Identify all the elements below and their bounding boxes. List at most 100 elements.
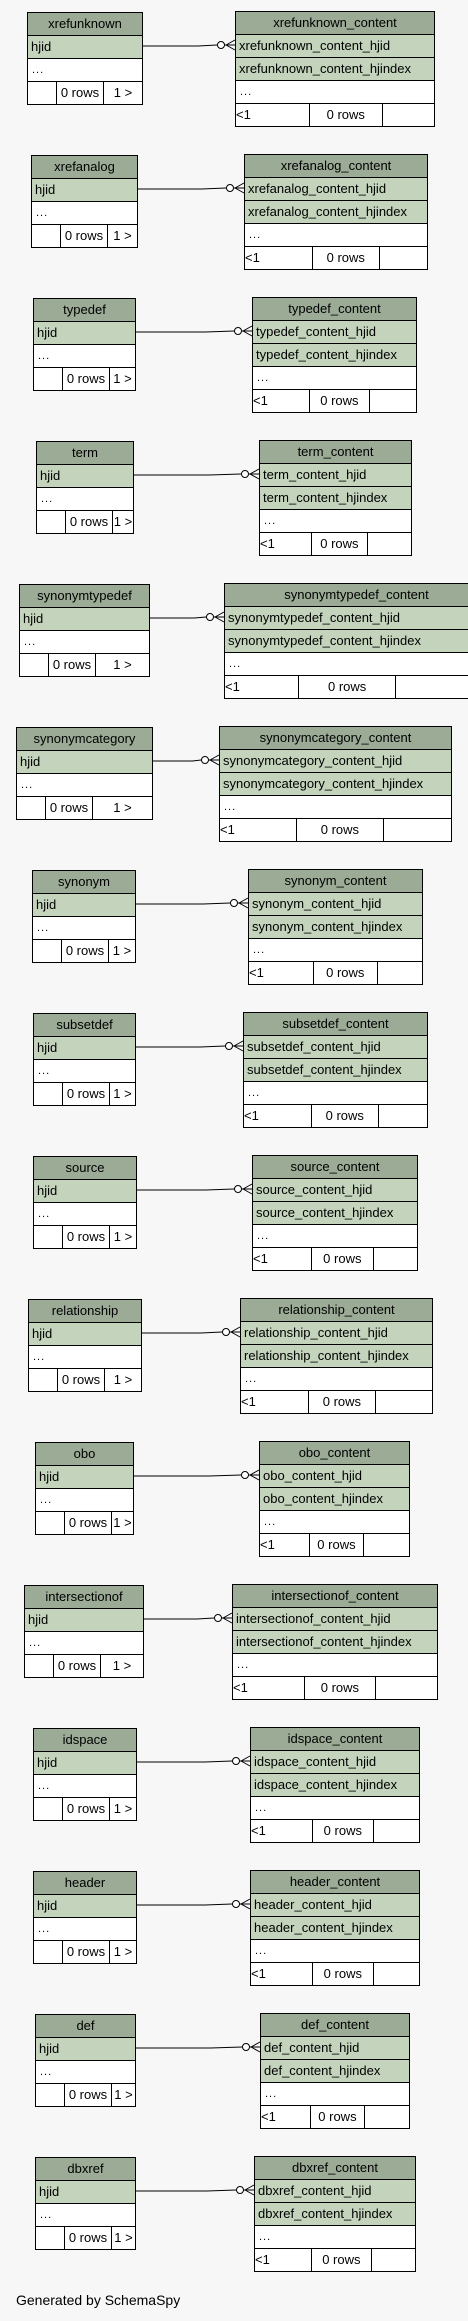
table-name[interactable]: xrefanalog_content — [245, 155, 427, 178]
column-hjid[interactable]: hjid — [20, 608, 149, 631]
column-content-hjid[interactable]: dbxref_content_hjid — [255, 2180, 415, 2203]
table-name[interactable]: synonymcategory — [17, 728, 152, 751]
column-hjid[interactable]: hjid — [34, 1752, 136, 1775]
table-name[interactable]: synonymtypedef_content — [225, 584, 468, 607]
table-name[interactable]: obo_content — [260, 1442, 409, 1465]
column-hjid[interactable]: hjid — [36, 2038, 135, 2061]
column-content-hjid[interactable]: obo_content_hjid — [260, 1465, 409, 1488]
column-content-hjindex[interactable]: synonymcategory_content_hjindex — [220, 773, 451, 796]
table-name[interactable]: relationship_content — [241, 1299, 432, 1322]
table-name[interactable]: typedef — [34, 299, 135, 322]
table-name[interactable]: source — [34, 1157, 136, 1180]
column-content-hjindex[interactable]: idspace_content_hjindex — [251, 1774, 419, 1797]
table-name[interactable]: synonymcategory_content — [220, 727, 451, 750]
column-content-hjid[interactable]: intersectionof_content_hjid — [233, 1608, 437, 1631]
column-content-hjindex[interactable]: xrefunknown_content_hjindex — [236, 58, 434, 81]
column-content-hjindex[interactable]: subsetdef_content_hjindex — [244, 1059, 427, 1082]
column-content-hjindex[interactable]: obo_content_hjindex — [260, 1488, 409, 1511]
column-content-hjindex[interactable]: xrefanalog_content_hjindex — [245, 201, 427, 224]
column-hjid[interactable]: hjid — [17, 751, 152, 774]
column-content-hjid[interactable]: synonymcategory_content_hjid — [220, 750, 451, 773]
table-name[interactable]: header — [34, 1872, 136, 1895]
table-name[interactable]: def_content — [261, 2014, 409, 2037]
column-hjid[interactable]: hjid — [29, 1323, 141, 1346]
table-name[interactable]: subsetdef — [34, 1014, 135, 1037]
column-content-hjid[interactable]: def_content_hjid — [261, 2037, 409, 2060]
column-content-hjindex[interactable]: typedef_content_hjindex — [253, 344, 416, 367]
column-hjid[interactable]: hjid — [34, 1895, 136, 1918]
column-content-hjindex[interactable]: synonymtypedef_content_hjindex — [225, 630, 468, 653]
table-name[interactable]: idspace — [34, 1729, 136, 1752]
table-name[interactable]: typedef_content — [253, 298, 416, 321]
column-hjid[interactable]: hjid — [34, 322, 135, 345]
column-content-hjid[interactable]: idspace_content_hjid — [251, 1751, 419, 1774]
table-name[interactable]: idspace_content — [251, 1728, 419, 1751]
column-content-hjid[interactable]: xrefanalog_content_hjid — [245, 178, 427, 201]
column-content-hjindex[interactable]: header_content_hjindex — [251, 1917, 419, 1940]
table-name[interactable]: obo — [36, 1443, 133, 1466]
column-content-hjid[interactable]: header_content_hjid — [251, 1894, 419, 1917]
column-hjid[interactable]: hjid — [34, 1180, 136, 1203]
table-name[interactable]: intersectionof — [25, 1586, 143, 1609]
table-name[interactable]: term_content — [260, 441, 411, 464]
table-name[interactable]: relationship — [29, 1300, 141, 1323]
column-content-hjid[interactable]: relationship_content_hjid — [241, 1322, 432, 1345]
column-hjid[interactable]: hjid — [33, 894, 135, 917]
column-content-hjid[interactable]: term_content_hjid — [260, 464, 411, 487]
table-name[interactable]: dbxref_content — [255, 2157, 415, 2180]
table-name[interactable]: def — [36, 2015, 135, 2038]
column-hjid[interactable]: hjid — [32, 179, 137, 202]
table-name[interactable]: xrefunknown_content — [236, 12, 434, 35]
column-content-hjindex[interactable]: synonym_content_hjindex — [249, 916, 422, 939]
column-hjid[interactable]: hjid — [28, 36, 142, 59]
table-name[interactable]: subsetdef_content — [244, 1013, 427, 1036]
column-content-hjindex[interactable]: source_content_hjindex — [253, 1202, 417, 1225]
column-content-hjindex[interactable]: dbxref_content_hjindex — [255, 2203, 415, 2226]
column-content-hjindex[interactable]: term_content_hjindex — [260, 487, 411, 510]
table-name[interactable]: synonym — [33, 871, 135, 894]
table-name[interactable]: dbxref — [36, 2158, 135, 2181]
table-name[interactable]: header_content — [251, 1871, 419, 1894]
child-table-xrefunknown_content[interactable]: xrefunknown_content xrefunknown_content_h… — [235, 11, 435, 127]
table-name[interactable]: xrefanalog — [32, 156, 137, 179]
column-content-hjindex[interactable]: relationship_content_hjindex — [241, 1345, 432, 1368]
table-name[interactable]: synonym_content — [249, 870, 422, 893]
column-content-hjindex[interactable]: intersectionof_content_hjindex — [233, 1631, 437, 1654]
column-hjid[interactable]: hjid — [36, 1466, 133, 1489]
column-hjid[interactable]: hjid — [37, 465, 133, 488]
column-content-hjid[interactable]: source_content_hjid — [253, 1179, 417, 1202]
column-hjid[interactable]: hjid — [25, 1609, 143, 1632]
column-hjid[interactable]: hjid — [36, 2181, 135, 2204]
column-content-hjid[interactable]: synonymtypedef_content_hjid — [225, 607, 468, 630]
table-name[interactable]: intersectionof_content — [233, 1585, 437, 1608]
